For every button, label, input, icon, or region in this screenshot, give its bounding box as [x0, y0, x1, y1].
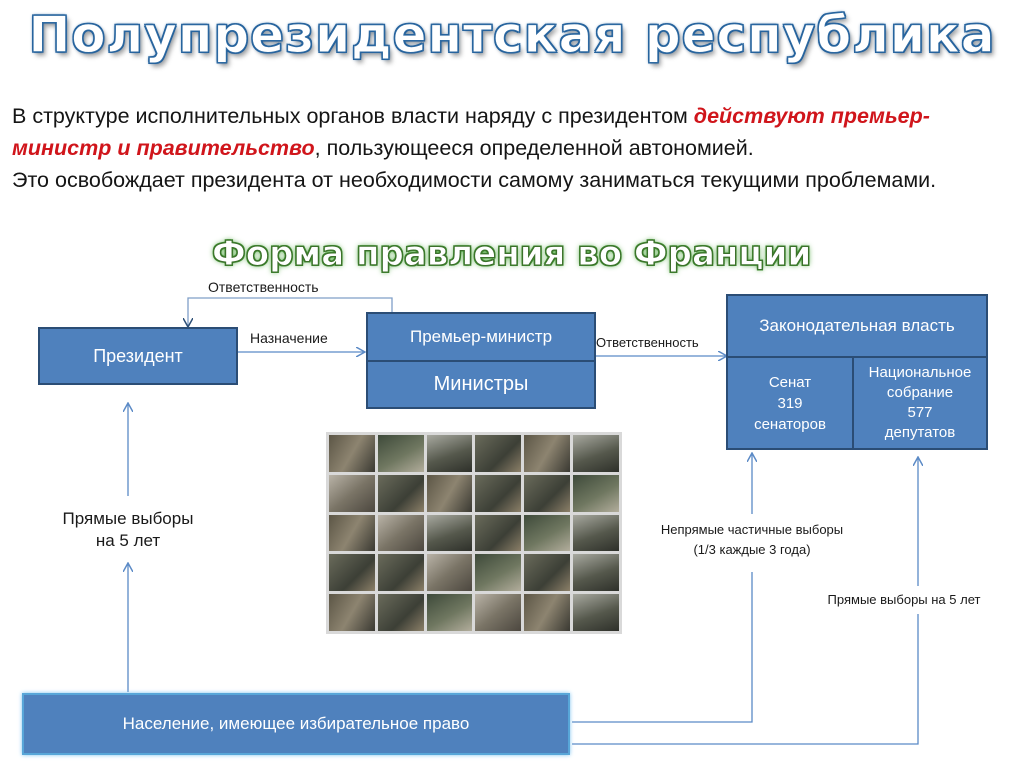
- arrow-responsibility-top: [188, 297, 393, 326]
- photo-tile: [573, 514, 619, 552]
- photo-tile: [475, 594, 522, 631]
- senate-label: Сенат 319 сенаторов: [754, 373, 826, 433]
- photo-tile: [329, 514, 375, 552]
- photo-tile: [377, 554, 424, 592]
- photo-tile: [426, 554, 473, 592]
- legislative-box: Законодательная власть: [726, 294, 988, 358]
- photo-tile: [475, 474, 522, 512]
- label-responsibility-right: Ответственность: [596, 335, 699, 350]
- photo-tile: [475, 514, 522, 552]
- photo-tile: [377, 594, 424, 631]
- senate-box: Сенат 319 сенаторов: [726, 356, 854, 450]
- photo-tile: [475, 554, 522, 592]
- label-direct-elections-right: Прямые выборы на 5 лет: [827, 592, 981, 607]
- intro-highlight: действуют премьер-министр и правительств…: [12, 104, 930, 160]
- label-appointment: Назначение: [250, 330, 328, 346]
- label-indirect-elections: Непрямые частичные выборы (1/3 каждые 3 …: [660, 522, 844, 557]
- photo-tile: [329, 474, 375, 512]
- slide-title: Полупрезидентская республика: [28, 6, 996, 65]
- photo-tile: [329, 435, 375, 472]
- population-label: Население, имеющее избирательное право: [122, 714, 470, 733]
- intro-text: В структуре исполнительных органов власт…: [12, 100, 1012, 196]
- president-label: Президент: [93, 345, 183, 366]
- photo-tile: [426, 514, 473, 552]
- national-assembly-box: Национальное собрание 577 депутатов: [852, 356, 988, 450]
- diagram-title: Форма правления во Франции: [212, 234, 812, 275]
- ministers-box: Министры: [366, 360, 596, 409]
- photo-tile: [377, 514, 424, 552]
- label-responsibility-top: Ответственность: [208, 279, 319, 295]
- legislative-label: Законодательная власть: [759, 316, 955, 335]
- photo-tile: [329, 554, 375, 592]
- photo-tile: [524, 554, 571, 592]
- president-box: Президент: [38, 327, 238, 385]
- photo-tile: [573, 435, 619, 472]
- photo-tile: [329, 594, 375, 631]
- ministers-label: Министры: [433, 373, 529, 395]
- photo-tile: [377, 474, 424, 512]
- intro-part-1: В структуре исполнительных органов власт…: [12, 104, 694, 128]
- intro-paragraph-2: Это освобождает президента от необходимо…: [12, 168, 937, 192]
- line-population-assembly-lower: [572, 614, 919, 745]
- photo-tile: [426, 474, 473, 512]
- prime-minister-box: Премьер-министр: [366, 312, 596, 362]
- photo-tile: [426, 435, 473, 472]
- photo-tile: [377, 435, 424, 472]
- line-population-senate-lower: [572, 572, 753, 723]
- population-box: Население, имеющее избирательное право: [22, 693, 570, 755]
- photo-tile: [524, 594, 571, 631]
- photo-tile: [426, 594, 473, 631]
- photo-tile: [524, 514, 571, 552]
- photo-tile: [573, 594, 619, 631]
- photo-tile: [573, 474, 619, 512]
- photo-tile: [524, 435, 571, 472]
- photo-tile: [524, 474, 571, 512]
- intro-part-2: , пользующееся определенной автономией.: [314, 136, 754, 160]
- national-assembly-label: Национальное собрание 577 депутатов: [868, 364, 972, 441]
- label-direct-elections-left: Прямые выборы на 5 лет: [62, 509, 194, 550]
- photo-tile: [475, 435, 522, 472]
- photo-collage-image: [326, 432, 622, 634]
- photo-tile: [573, 554, 619, 592]
- prime-minister-label: Премьер-министр: [409, 327, 553, 346]
